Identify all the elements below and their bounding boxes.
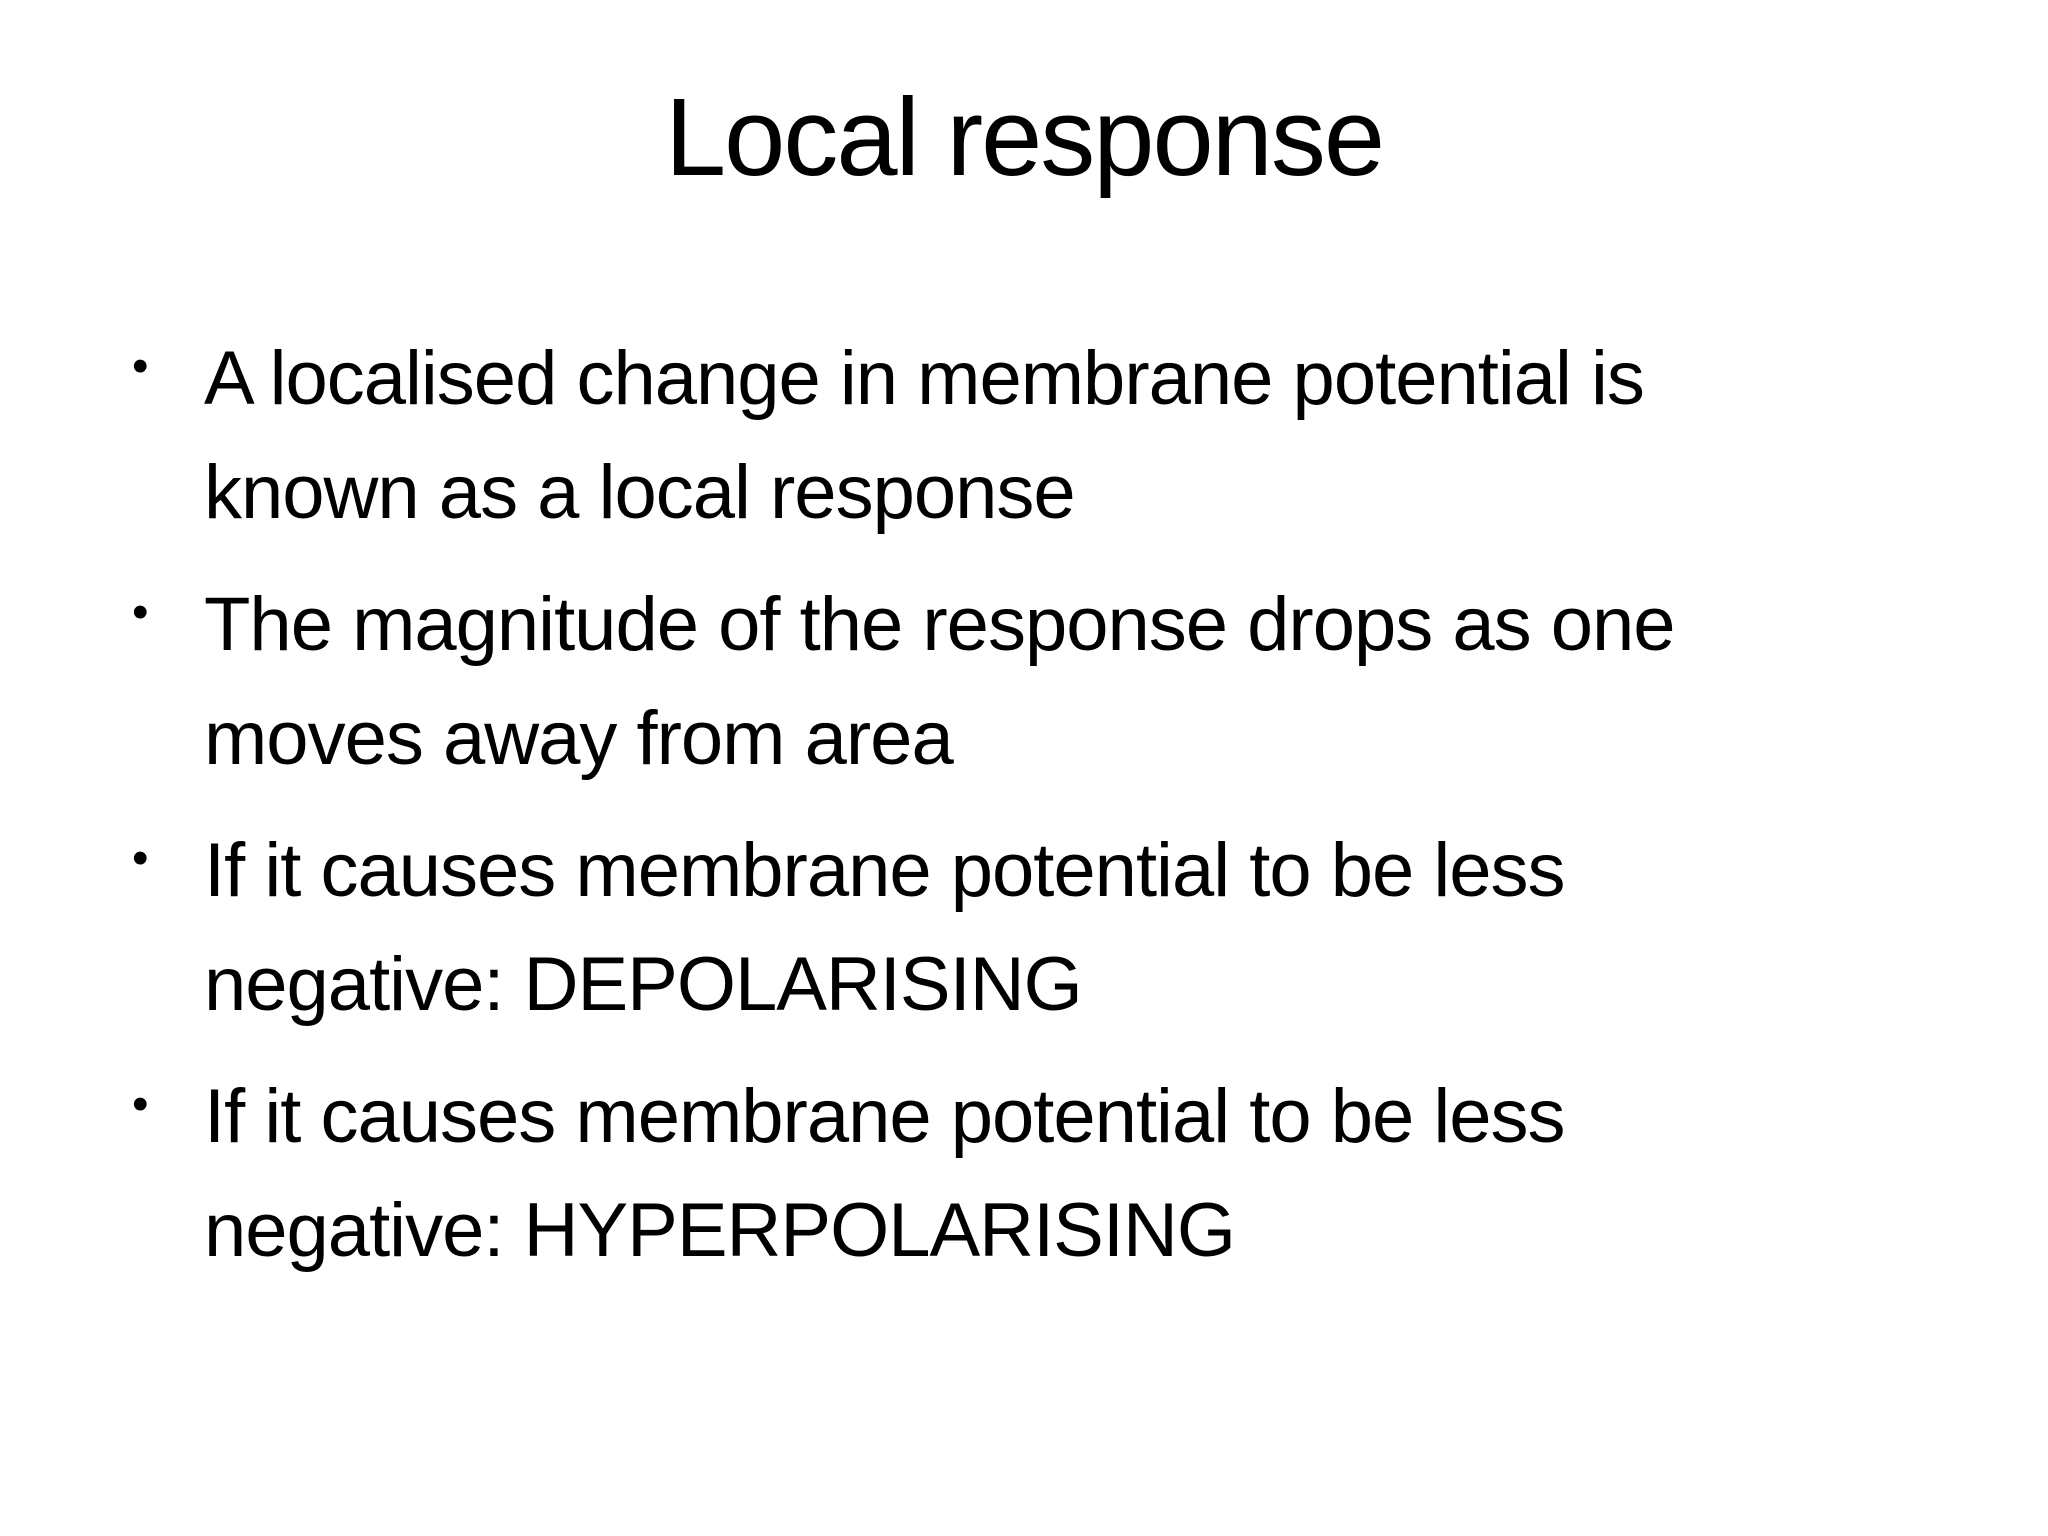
bullet-dot-icon: • (132, 339, 149, 392)
bullet-item: • If it causes membrane potential to be … (118, 814, 1838, 1042)
bullet-text: A localised change in membrane potential… (204, 336, 1645, 535)
presentation-slide: Local response • A localised change in m… (0, 72, 2048, 1536)
bullet-text: The magnitude of the response drops as o… (204, 582, 1676, 781)
bullet-dot-icon: • (132, 585, 149, 638)
slide-title: Local response (664, 76, 1385, 199)
bullet-dot-icon: • (132, 1077, 149, 1130)
bullet-text: If it causes membrane potential to be le… (204, 828, 1566, 1027)
bullet-item: • A localised change in membrane potenti… (118, 322, 1838, 550)
bullet-text: If it causes membrane potential to be le… (204, 1074, 1566, 1273)
bullet-list: • A localised change in membrane potenti… (118, 322, 1838, 1288)
bullet-dot-icon: • (132, 831, 149, 884)
bullet-item: • The magnitude of the response drops as… (118, 568, 1838, 796)
bullet-item: • If it causes membrane potential to be … (118, 1060, 1838, 1288)
